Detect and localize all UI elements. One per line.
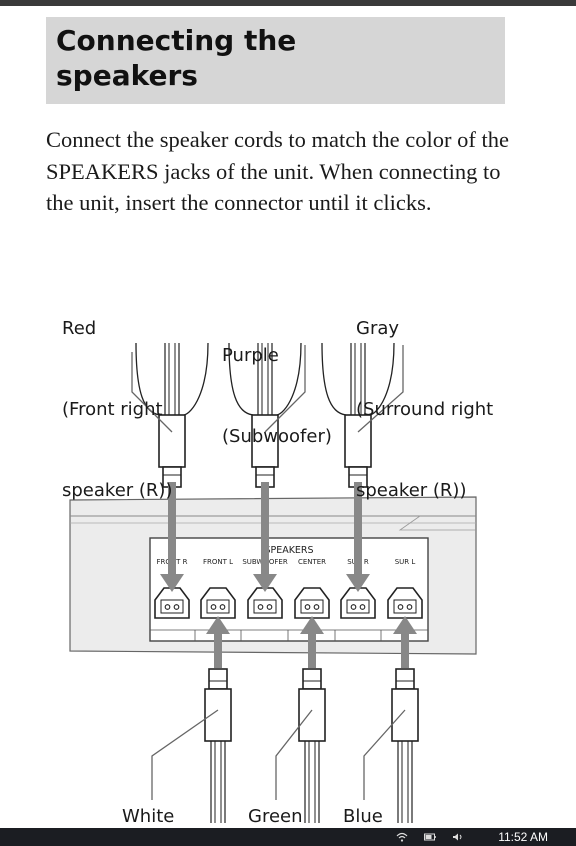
volume-icon[interactable] xyxy=(452,832,464,842)
insert-arrow-red xyxy=(160,482,184,592)
label-blue: Blue xyxy=(343,806,383,827)
label-red-line-1: Red xyxy=(62,318,97,339)
label-purple-line-1: Purple xyxy=(222,345,279,366)
battery-icon[interactable] xyxy=(424,832,436,842)
jack-front-l xyxy=(200,587,236,619)
label-gray-line-2: (Surround right xyxy=(356,399,494,420)
window-top-bar xyxy=(0,0,576,6)
insert-arrow-blue xyxy=(393,616,417,668)
label-green: Green xyxy=(248,806,303,827)
insert-arrow-green xyxy=(300,616,324,668)
jack-subwoofer xyxy=(247,587,283,619)
jack-label-sur-l: SUR L xyxy=(395,558,416,566)
label-gray-line-3: speaker (R)) xyxy=(356,480,467,501)
section-heading: Connecting the speakers xyxy=(46,17,505,104)
jack-front-r xyxy=(154,587,190,619)
jack-center xyxy=(294,587,330,619)
insert-arrow-gray xyxy=(346,482,370,592)
network-icon[interactable] xyxy=(396,832,408,842)
label-purple: Purple (Subwoofer) xyxy=(222,288,332,477)
label-gray: Gray (Surround right speaker (R)) xyxy=(356,261,493,531)
insert-arrow-white xyxy=(206,616,230,668)
label-purple-line-2: (Subwoofer) xyxy=(222,426,332,447)
leader-line-red xyxy=(131,352,173,433)
label-red: Red (Front right speaker (R)) xyxy=(62,261,172,531)
plug-green xyxy=(298,668,326,824)
speakers-panel-title: SPEAKERS xyxy=(264,545,313,556)
taskbar: 11:52 AM xyxy=(0,828,576,846)
plug-white xyxy=(204,668,232,824)
leader-line-white xyxy=(151,709,219,800)
jack-label-front-l: FRONT L xyxy=(203,558,233,566)
section-title-line-1: Connecting the xyxy=(56,24,297,57)
insert-arrow-purple xyxy=(253,482,277,592)
label-red-line-2: (Front right xyxy=(62,399,163,420)
jack-sur-l xyxy=(387,587,423,619)
section-title: Connecting the speakers xyxy=(56,23,496,93)
label-white: White xyxy=(122,806,175,827)
leader-line-green xyxy=(275,709,313,800)
jack-sur-r xyxy=(340,587,376,619)
instruction-paragraph: Connect the speaker cords to match the c… xyxy=(46,127,509,215)
leader-line-blue xyxy=(363,709,406,800)
section-title-line-2: speakers xyxy=(56,59,198,92)
label-red-line-3: speaker (R)) xyxy=(62,480,173,501)
taskbar-clock[interactable]: 11:52 AM xyxy=(498,830,548,844)
jack-label-center: CENTER xyxy=(298,558,326,566)
label-gray-line-1: Gray xyxy=(356,318,400,339)
plug-blue xyxy=(391,668,419,824)
leader-line-gray xyxy=(357,345,404,433)
leader-line-purple xyxy=(264,345,306,433)
